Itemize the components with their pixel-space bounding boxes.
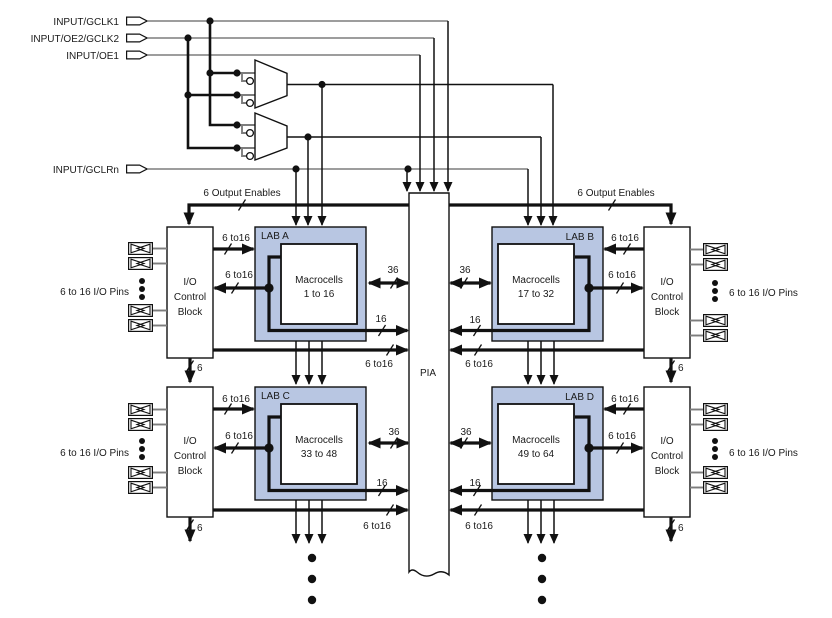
mux-feed-wiring xyxy=(186,21,255,157)
lab-c: LAB C Macrocells 33 to 48 xyxy=(254,386,409,501)
bus6to16-pia-tr: 6 to16 xyxy=(465,359,493,370)
gclrn-pin-icon xyxy=(127,165,148,173)
iocb-lab-buses xyxy=(213,243,644,454)
bus16-d: 16 xyxy=(469,478,481,489)
io-control-block-bottom-left: I/O Control Block xyxy=(166,386,214,518)
iocb-bl-l1: I/O xyxy=(183,436,197,447)
continuation-dots xyxy=(307,553,547,605)
bus6to16-tl1: 6 to16 xyxy=(222,233,250,244)
lab-d-macrocells: Macrocells xyxy=(512,435,560,446)
iocb-tl-l1: I/O xyxy=(183,277,197,288)
input-oe1-label: INPUT/OE1 xyxy=(66,51,119,62)
iocb-br-l3: Block xyxy=(655,466,680,477)
lab-c-range: 33 to 48 xyxy=(301,449,338,460)
bus6to16-tr1: 6 to16 xyxy=(611,233,639,244)
bus6to16-pia-tl: 6 to16 xyxy=(365,359,393,370)
iocb-tr-l2: Control xyxy=(651,292,683,303)
iocb-pia-buses xyxy=(213,344,644,516)
bus36-a: 36 xyxy=(387,265,399,276)
input-gclk1-label: INPUT/GCLK1 xyxy=(53,17,119,28)
pia-input-lines xyxy=(402,21,453,192)
bus16-b: 16 xyxy=(469,315,481,326)
oe2gclk2-pin-icon xyxy=(127,34,148,42)
lab-cascade-arrows xyxy=(291,341,559,544)
bus6-br: 6 xyxy=(678,523,684,534)
oe1-pin-icon xyxy=(127,51,148,59)
io-control-block-top-right: I/O Control Block xyxy=(643,226,691,359)
bus6to16-pia-bl: 6 to16 xyxy=(363,521,391,532)
oe-mux-1 xyxy=(245,58,288,110)
io-pin-cells-top-right xyxy=(690,244,727,342)
iocb-tl-l2: Control xyxy=(174,292,206,303)
input-oe2gclk2-label: INPUT/OE2/GCLK2 xyxy=(31,34,120,45)
iocb-bl-l2: Control xyxy=(174,451,206,462)
bus6to16-pia-br: 6 to16 xyxy=(465,521,493,532)
global-input-pins xyxy=(127,17,148,173)
bus6to16-bl1: 6 to16 xyxy=(222,394,250,405)
iocb-bl-l3: Block xyxy=(178,466,203,477)
bus6to16-tl2: 6 to16 xyxy=(225,270,253,281)
bus6to16-br2: 6 to16 xyxy=(608,431,636,442)
mux-input-stubs xyxy=(237,72,255,157)
lab-a-range: 1 to 16 xyxy=(304,289,335,300)
io-control-block-bottom-right: I/O Control Block xyxy=(643,386,691,518)
iocb-tr-l1: I/O xyxy=(660,277,674,288)
bus36-c: 36 xyxy=(388,427,400,438)
iocb-tl-l3: Block xyxy=(178,307,203,318)
io-pin-cells-bottom-left xyxy=(129,404,167,494)
bus6to16-tr2: 6 to16 xyxy=(608,270,636,281)
global-input-lines xyxy=(148,20,528,170)
lab-c-name: LAB C xyxy=(261,391,290,402)
bus6-tr: 6 xyxy=(678,363,684,374)
pia-lab-36-buses xyxy=(367,277,492,449)
lab-b-macrocells: Macrocells xyxy=(512,275,560,286)
lab-d: LAB D Macrocells 49 to 64 xyxy=(449,386,604,501)
io-pins-label-br: 6 to 16 I/O Pins xyxy=(729,448,798,459)
lab-feed-lines xyxy=(287,83,558,226)
lab-a: LAB A Macrocells 1 to 16 xyxy=(254,226,409,342)
bus6to16-bl2: 6 to16 xyxy=(225,431,253,442)
io-pins-label-tr: 6 to 16 I/O Pins xyxy=(729,288,798,299)
bus36-d: 36 xyxy=(460,427,472,438)
iocb-tr-l3: Block xyxy=(655,307,680,318)
iocb-br-l1: I/O xyxy=(660,436,674,447)
junction-dots xyxy=(184,17,594,453)
bus16-a: 16 xyxy=(375,314,387,325)
labels: INPUT/GCLK1 INPUT/OE2/GCLK2 INPUT/OE1 IN… xyxy=(31,17,798,534)
pia-label: PIA xyxy=(420,368,436,379)
io-control-block-top-left: I/O Control Block xyxy=(166,226,214,359)
io-pin-cells-bottom-right xyxy=(690,404,727,494)
pia-block: PIA xyxy=(408,192,450,577)
bus36-b: 36 xyxy=(459,265,471,276)
input-gclrn-label: INPUT/GCLRn xyxy=(53,165,119,176)
bus6-bl: 6 xyxy=(197,523,203,534)
lab-b-range: 17 to 32 xyxy=(518,289,555,300)
lab-c-macrocells: Macrocells xyxy=(295,435,343,446)
lab-d-name: LAB D xyxy=(565,392,594,403)
iocb-br-l2: Control xyxy=(651,451,683,462)
lab-d-range: 49 to 64 xyxy=(518,449,555,460)
oe-label-right: 6 Output Enables xyxy=(577,188,654,199)
gclk1-pin-icon xyxy=(127,17,148,25)
iocb-6-arrows xyxy=(184,358,677,543)
bus6to16-br1: 6 to16 xyxy=(611,394,639,405)
io-pins-label-bl: 6 to 16 I/O Pins xyxy=(60,448,129,459)
bus16-c: 16 xyxy=(376,478,388,489)
lab-b: LAB B Macrocells 17 to 32 xyxy=(449,226,604,342)
oe-label-left: 6 Output Enables xyxy=(203,188,280,199)
io-pins-label-tl: 6 to 16 I/O Pins xyxy=(60,287,129,298)
bus6-tl: 6 xyxy=(197,363,203,374)
io-pin-cells-top-left xyxy=(129,243,167,332)
oe-mux-2 xyxy=(245,111,288,162)
lab-a-macrocells: Macrocells xyxy=(295,275,343,286)
lab-b-name: LAB B xyxy=(566,232,595,243)
lab-a-name: LAB A xyxy=(261,231,289,242)
bus-width-ticks xyxy=(185,199,676,531)
